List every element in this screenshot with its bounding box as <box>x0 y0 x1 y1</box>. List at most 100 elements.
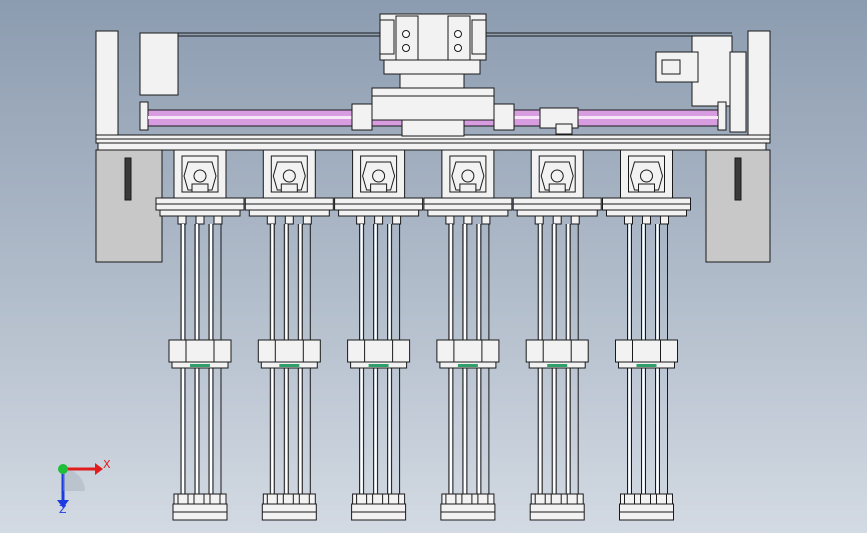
nozzle-cap-0 <box>624 493 635 505</box>
cross-plate <box>97 142 767 151</box>
right-sensor-window <box>661 59 681 75</box>
motor-flange <box>362 161 396 191</box>
rod-clamp-2 <box>660 215 669 225</box>
rod-clamp-1 <box>374 215 384 225</box>
rod-clamp-0 <box>624 215 633 225</box>
nozzle-cap-1 <box>282 493 294 505</box>
pick-modules <box>155 149 691 521</box>
middle-guide-block <box>257 339 321 363</box>
middle-guide-block <box>436 339 500 363</box>
flange-lip <box>606 209 687 217</box>
middle-guide-block <box>347 339 411 363</box>
bearing-mark <box>368 364 389 367</box>
nozzle-cap-1 <box>550 493 562 505</box>
cylinder-cap-left <box>379 19 395 55</box>
rod-clamp-1 <box>642 215 651 225</box>
rod-clamp-1 <box>284 215 294 225</box>
rod-clamp-1 <box>195 215 205 225</box>
x-axis-label: X <box>103 458 111 471</box>
motor-shaft-coupling <box>191 183 209 193</box>
pick-module-3 <box>334 149 424 521</box>
z-axis-label: Z <box>59 503 67 516</box>
left-side-slot <box>124 157 132 201</box>
nozzle-cap-1 <box>640 493 651 505</box>
left-upright <box>95 30 119 140</box>
rod-clamp-0 <box>534 215 544 225</box>
cylinder-bolt-0 <box>402 30 410 38</box>
motor-flange <box>183 161 217 191</box>
triad-shadow <box>63 469 85 491</box>
machine-frame <box>95 30 771 263</box>
bearing-mark <box>457 364 478 367</box>
nozzle-cap-2 <box>298 493 310 505</box>
motor-flange <box>272 161 306 191</box>
rod-clamp-2 <box>392 215 402 225</box>
motor-shaft-coupling <box>638 183 655 193</box>
flange-lip <box>427 209 509 217</box>
pick-module-6 <box>602 149 691 521</box>
rod-clamp-0 <box>445 215 455 225</box>
cylinder-port-right <box>447 15 471 61</box>
left-motor-mount <box>139 32 179 96</box>
middle-guide-block <box>525 339 589 363</box>
motor-flange <box>629 161 664 191</box>
motor-shaft-coupling <box>548 183 566 193</box>
pick-module-1 <box>155 149 245 521</box>
nozzle-cap-0 <box>177 493 189 505</box>
motor-shaft-coupling <box>459 183 477 193</box>
cylinder-bolt-3 <box>454 44 462 52</box>
rod-clamp-0 <box>177 215 187 225</box>
right-end-cap <box>729 51 747 133</box>
nozzle-cap-1 <box>461 493 473 505</box>
right-side-block <box>705 149 771 263</box>
flange-lip <box>159 209 241 217</box>
rail-right-stop <box>717 101 727 131</box>
motor-shaft-coupling <box>280 183 298 193</box>
middle-guide-block <box>168 339 232 363</box>
pick-module-4 <box>423 149 513 521</box>
bearing-mark <box>190 364 210 367</box>
motor-shaft <box>640 169 653 183</box>
nozzle-cap-1 <box>193 493 205 505</box>
motor-shaft <box>193 169 207 183</box>
nozzle-cap-2 <box>388 493 400 505</box>
rod-clamp-1 <box>463 215 473 225</box>
coordinate-triad-icon: X Z <box>57 458 111 516</box>
rod-clamp-0 <box>266 215 276 225</box>
cylinder-port-left <box>395 15 419 61</box>
motor-shaft <box>550 169 564 183</box>
motor-shaft <box>461 169 475 183</box>
nozzle-cap-0 <box>356 493 368 505</box>
nozzle-cap-2 <box>566 493 578 505</box>
middle-guide-block <box>615 339 678 363</box>
motor-flange <box>451 161 485 191</box>
cylinder-cap-right <box>471 19 487 55</box>
rail-left-stop <box>139 101 149 131</box>
pick-module-2 <box>244 149 334 521</box>
y-axis-dot <box>58 464 68 474</box>
rod-clamp-2 <box>570 215 580 225</box>
right-side-slot <box>734 157 742 201</box>
flange-lip <box>516 209 598 217</box>
cylinder-bolt-1 <box>402 44 410 52</box>
rod-clamp-1 <box>552 215 562 225</box>
motor-flange <box>540 161 574 191</box>
nozzle-cap-0 <box>445 493 457 505</box>
bearing-mark <box>279 364 300 367</box>
motor-shaft-coupling <box>370 183 388 193</box>
carriage-base <box>401 119 465 137</box>
nozzle-cap-0 <box>534 493 546 505</box>
rod-clamp-2 <box>302 215 312 225</box>
carriage-left-wing <box>351 103 373 131</box>
rail-clamp-foot <box>555 123 573 135</box>
pick-module-5 <box>512 149 602 521</box>
cylinder-bolt-2 <box>454 30 462 38</box>
nozzle-cap-2 <box>209 493 221 505</box>
right-upright <box>747 30 771 140</box>
x-axis-arrowhead <box>95 463 103 475</box>
carriage-block <box>351 13 515 137</box>
motor-shaft <box>372 169 386 183</box>
rod-clamp-2 <box>213 215 223 225</box>
